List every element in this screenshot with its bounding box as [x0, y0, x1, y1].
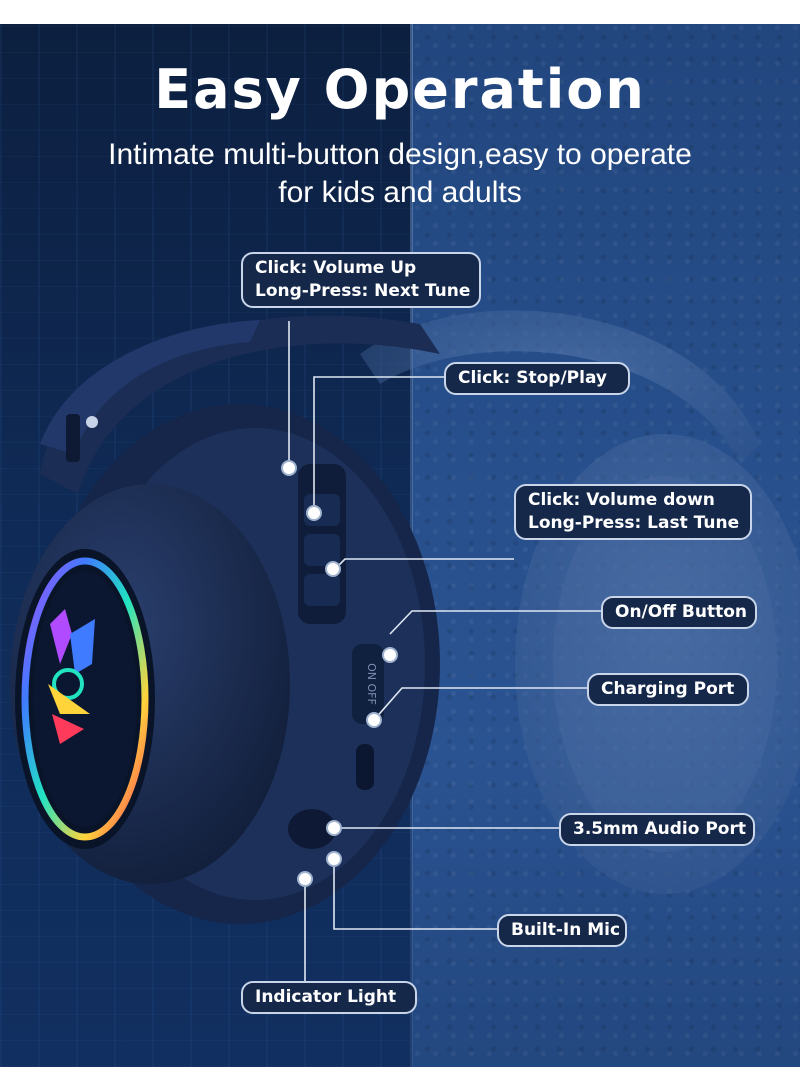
- page-title: Easy Operation: [154, 58, 646, 121]
- hotspot-indicator-light[interactable]: [297, 871, 313, 887]
- callout-volume-up-line2: Long-Press: Next Tune: [255, 281, 471, 301]
- hotspot-stop-play[interactable]: [306, 505, 322, 521]
- subtitle-line-2: for kids and adults: [278, 176, 522, 209]
- hotspot-mic[interactable]: [326, 851, 342, 867]
- callout-volume-up-line1: Click: Volume Up: [255, 258, 417, 278]
- hotspot-volume-up[interactable]: [281, 460, 297, 476]
- callout-mic-line1: Built-In Mic: [511, 920, 621, 940]
- callout-audio-port: 3.5mm Audio Port: [559, 813, 755, 846]
- callout-charging-port: Charging Port: [587, 673, 749, 706]
- callout-indicator-light: Indicator Light: [241, 981, 417, 1014]
- callout-audio-port-line1: 3.5mm Audio Port: [573, 819, 746, 839]
- subtitle-line-1: Intimate multi-button design,easy to ope…: [108, 138, 692, 171]
- callout-stop-play-line1: Click: Stop/Play: [458, 368, 607, 388]
- callout-volume-down-line2: Long-Press: Last Tune: [528, 513, 740, 533]
- callout-indicator-line1: Indicator Light: [255, 987, 397, 1007]
- callout-charging-line1: Charging Port: [601, 679, 735, 699]
- banner: ON OFF Easy Operation Intimate multi-but…: [0, 24, 800, 1067]
- callout-volume-down: Click: Volume down Long-Press: Last Tune: [514, 484, 752, 540]
- page-subtitle: Intimate multi-button design,easy to ope…: [60, 136, 740, 212]
- callout-volume-up: Click: Volume Up Long-Press: Next Tune: [241, 252, 481, 308]
- hotspot-on-off[interactable]: [382, 647, 398, 663]
- hotspot-volume-down[interactable]: [325, 561, 341, 577]
- rgb-ring-light: [21, 557, 149, 841]
- callout-mic: Built-In Mic: [497, 914, 627, 947]
- logo-emblem: [48, 609, 95, 744]
- headphone-image: ON OFF: [10, 310, 800, 924]
- switch-label: ON OFF: [365, 663, 378, 705]
- callout-volume-down-line1: Click: Volume down: [528, 490, 715, 510]
- hotspot-audio-port[interactable]: [326, 820, 342, 836]
- callout-stop-play: Click: Stop/Play: [444, 362, 630, 395]
- callout-on-off: On/Off Button: [601, 596, 757, 629]
- ghost-headphone: [360, 310, 800, 894]
- hotspot-charging-port[interactable]: [366, 712, 382, 728]
- callout-on-off-line1: On/Off Button: [615, 602, 747, 622]
